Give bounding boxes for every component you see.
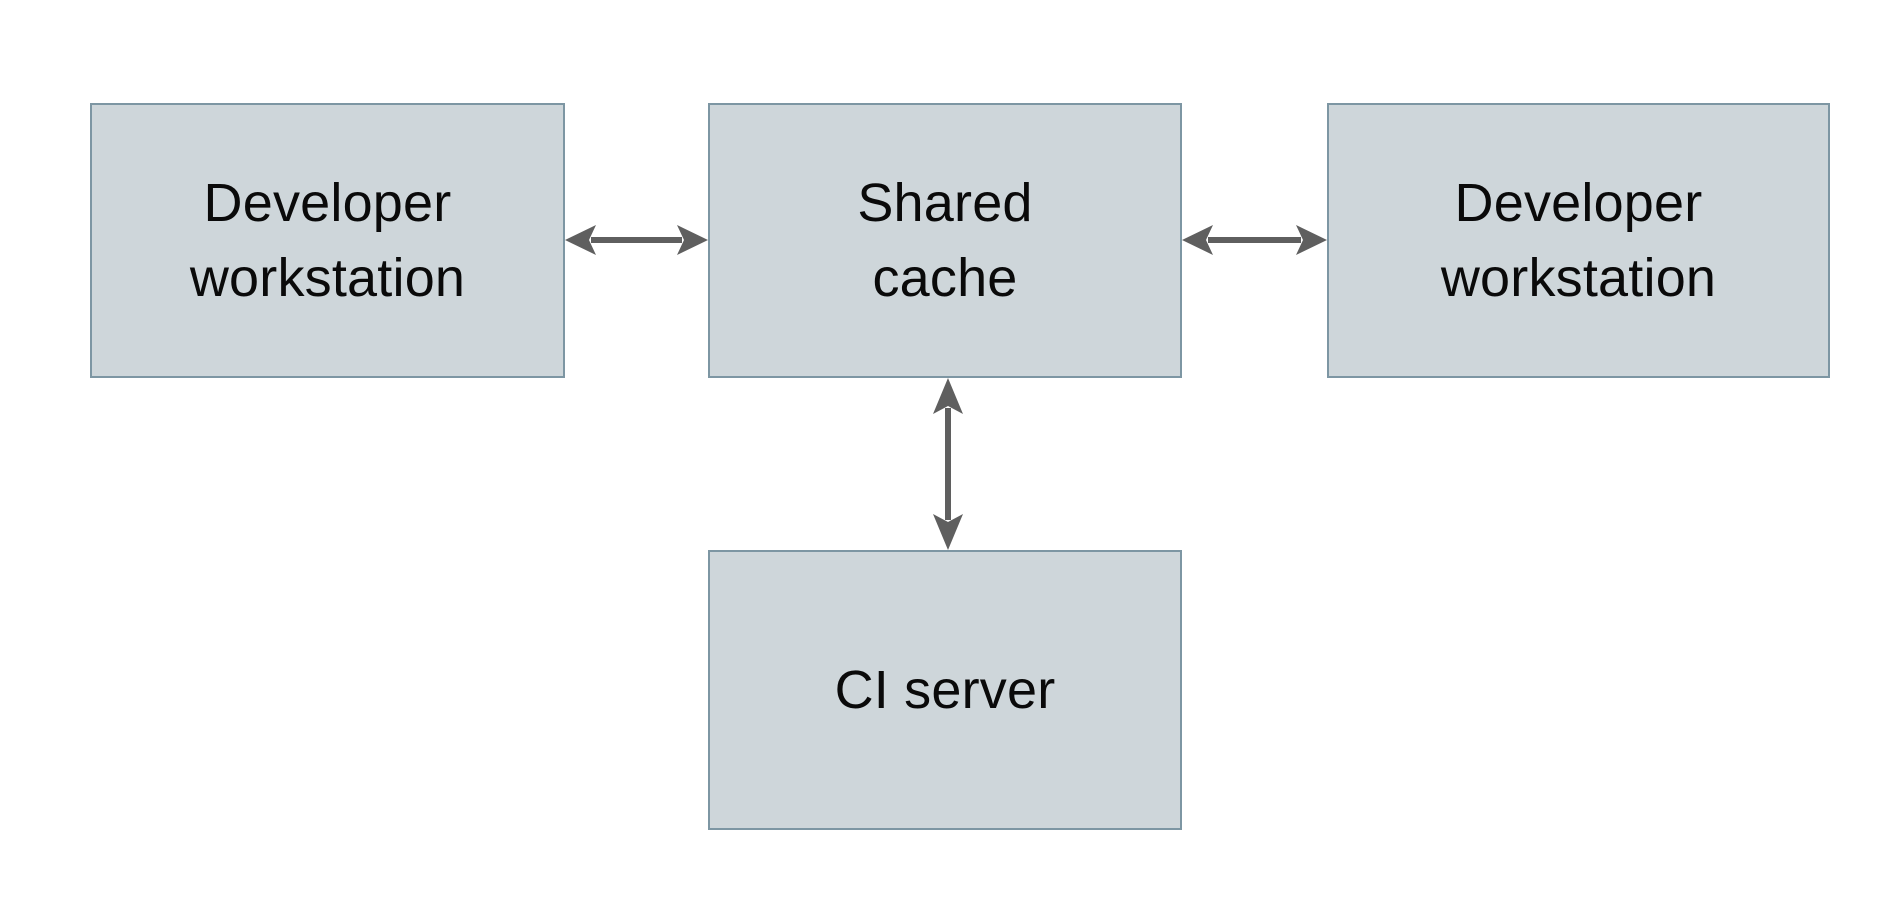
edge-shared-cache-to-dev-workstation-right — [1182, 212, 1327, 268]
node-ci-server[interactable]: CI server — [708, 550, 1182, 830]
node-label: Shared cache — [857, 172, 1033, 308]
node-dev-workstation-right[interactable]: Developer workstation — [1327, 103, 1830, 378]
double-arrow-icon — [1182, 225, 1327, 255]
edge-dev-workstation-left-to-shared-cache — [565, 212, 708, 268]
edge-shared-cache-to-ci-server — [920, 378, 976, 550]
node-label: CI server — [834, 659, 1056, 720]
double-arrow-icon — [933, 378, 963, 550]
node-label: Developer workstation — [189, 172, 466, 308]
node-shared-cache[interactable]: Shared cache — [708, 103, 1182, 378]
node-dev-workstation-left[interactable]: Developer workstation — [90, 103, 565, 378]
double-arrow-icon — [565, 225, 708, 255]
node-label: Developer workstation — [1440, 172, 1717, 308]
